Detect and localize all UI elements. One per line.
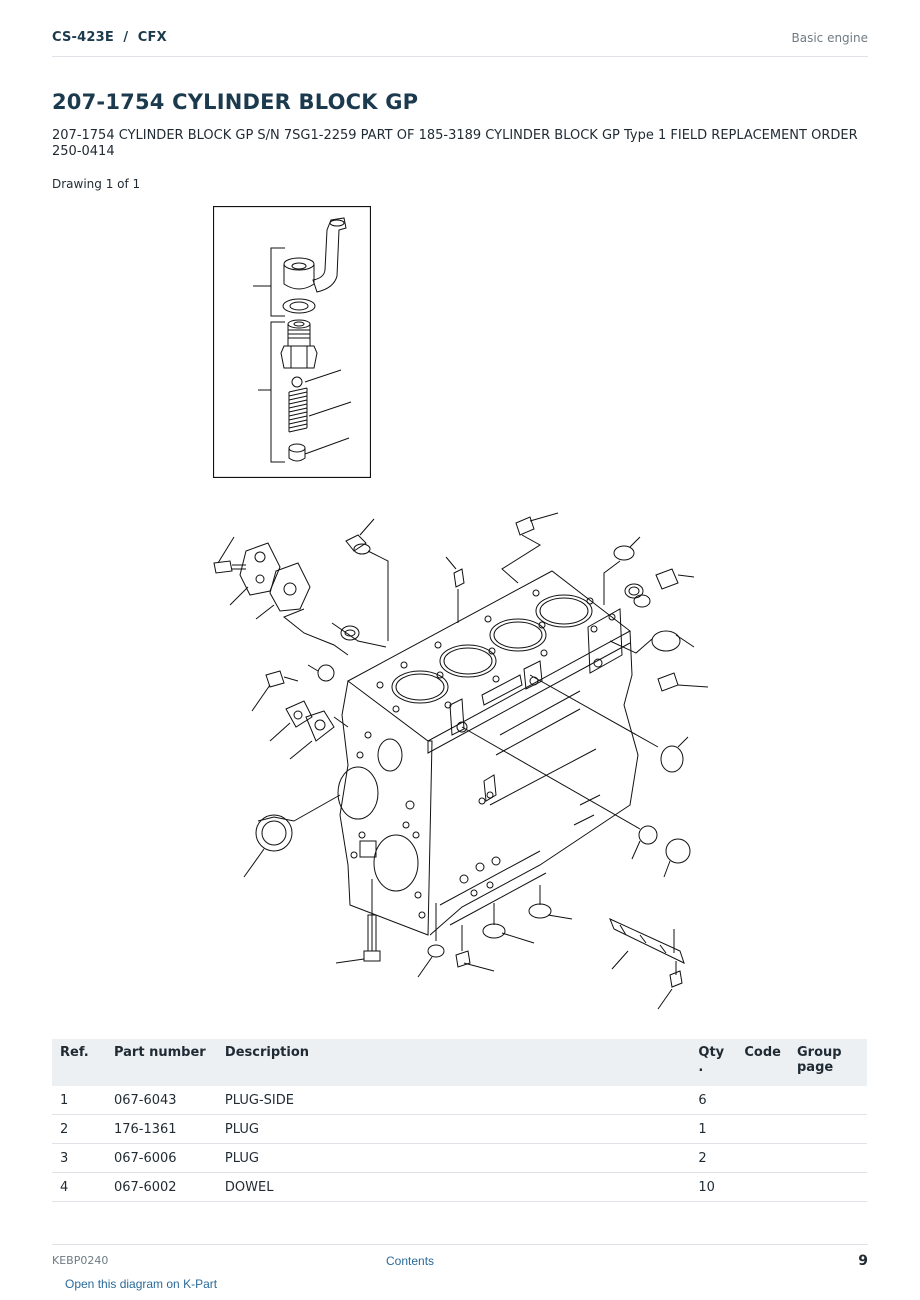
- cell-qty: 2: [690, 1143, 737, 1173]
- contents-link[interactable]: Contents: [386, 1254, 435, 1268]
- cylinder-block-diagram: [200, 505, 720, 1025]
- table-header-row: Ref. Part number Description Qty . Code …: [52, 1039, 867, 1086]
- cell-description: DOWEL: [216, 1172, 691, 1202]
- table-row: 3 067-6006 PLUG 2: [52, 1143, 867, 1173]
- col-header-qty: Qty .: [690, 1039, 737, 1086]
- document-id: KEBP0240: [52, 1254, 109, 1267]
- inset-frame: [214, 207, 371, 478]
- banjo-fitting: [284, 258, 314, 289]
- cell-ref: 4: [52, 1172, 106, 1202]
- cell-part-number: 176-1361: [105, 1114, 217, 1144]
- col-header-code: Code: [736, 1039, 789, 1086]
- oil-pipe: [313, 218, 346, 292]
- cell-qty: 10: [690, 1172, 737, 1202]
- bracket-lines: [253, 248, 351, 462]
- cell-description: PLUG-SIDE: [216, 1086, 691, 1115]
- cell-part-number: 067-6006: [105, 1143, 217, 1173]
- cell-qty: 6: [690, 1086, 737, 1115]
- check-ball: [292, 377, 302, 387]
- page-title: 207-1754 CYLINDER BLOCK GP: [52, 90, 419, 114]
- parts-table: Ref. Part number Description Qty . Code …: [52, 1039, 867, 1202]
- cell-part-number: 067-6043: [105, 1086, 217, 1115]
- inset-diagram: [213, 206, 371, 478]
- drawing-count: Drawing 1 of 1: [52, 177, 141, 191]
- col-header-group-page: Group page: [789, 1039, 867, 1086]
- cell-code: [736, 1143, 789, 1173]
- col-header-part-number: Part number: [105, 1039, 217, 1086]
- cell-code: [736, 1086, 789, 1115]
- section-name: Basic engine: [791, 31, 868, 45]
- page-footer: KEBP0240 Contents 9: [52, 1244, 868, 1275]
- cylinder-block-body: [338, 571, 638, 935]
- page-header: CS-423E / CFX Basic engine: [52, 28, 868, 57]
- table-row: 4 067-6002 DOWEL 10: [52, 1172, 867, 1202]
- cell-part-number: 067-6002: [105, 1172, 217, 1202]
- cell-description: PLUG: [216, 1114, 691, 1144]
- cell-code: [736, 1172, 789, 1202]
- table-row: 2 176-1361 PLUG 1: [52, 1114, 867, 1144]
- gasket-washer: [283, 299, 315, 313]
- cell-code: [736, 1114, 789, 1144]
- col-header-ref: Ref.: [52, 1039, 106, 1086]
- page-number: 9: [858, 1253, 868, 1269]
- cell-ref: 2: [52, 1114, 106, 1144]
- cell-group-page: [789, 1086, 867, 1115]
- cell-ref: 3: [52, 1143, 106, 1173]
- cell-group-page: [789, 1172, 867, 1202]
- relief-valve-body: [281, 320, 317, 368]
- open-diagram-link[interactable]: Open this diagram on K-Part: [65, 1277, 218, 1291]
- table-row: 1 067-6043 PLUG-SIDE 6: [52, 1086, 867, 1115]
- plug-bolt: [289, 444, 305, 461]
- cell-group-page: [789, 1143, 867, 1173]
- exploded-parts: [214, 513, 708, 1009]
- cell-ref: 1: [52, 1086, 106, 1115]
- cell-group-page: [789, 1114, 867, 1144]
- cell-description: PLUG: [216, 1143, 691, 1173]
- cell-qty: 1: [690, 1114, 737, 1144]
- col-header-description: Description: [216, 1039, 691, 1086]
- valve-spring: [289, 388, 307, 432]
- page-subtitle: 207-1754 CYLINDER BLOCK GP S/N 7SG1-2259…: [52, 128, 858, 159]
- document-code: CS-423E / CFX: [52, 30, 167, 45]
